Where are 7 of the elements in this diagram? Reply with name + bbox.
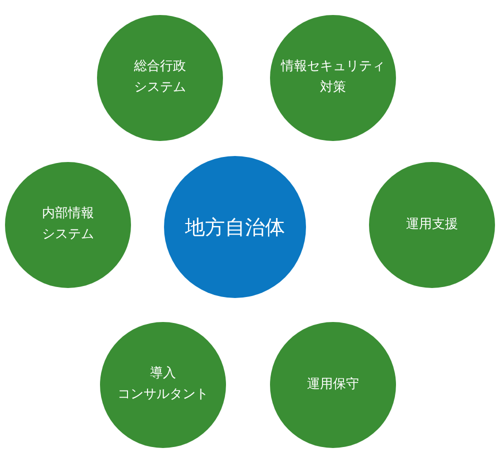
circle-label: 運用保守: [307, 376, 359, 394]
circle-label: 総合行政システム: [134, 58, 186, 97]
circle-label: 地方自治体: [185, 214, 285, 241]
circle-label: 情報セキュリティ対策: [281, 58, 385, 97]
circle-label: 導入コンサルタント: [118, 365, 208, 404]
circle-label: 運用支援: [406, 216, 458, 234]
circle-label: 内部情報システム: [42, 205, 94, 244]
